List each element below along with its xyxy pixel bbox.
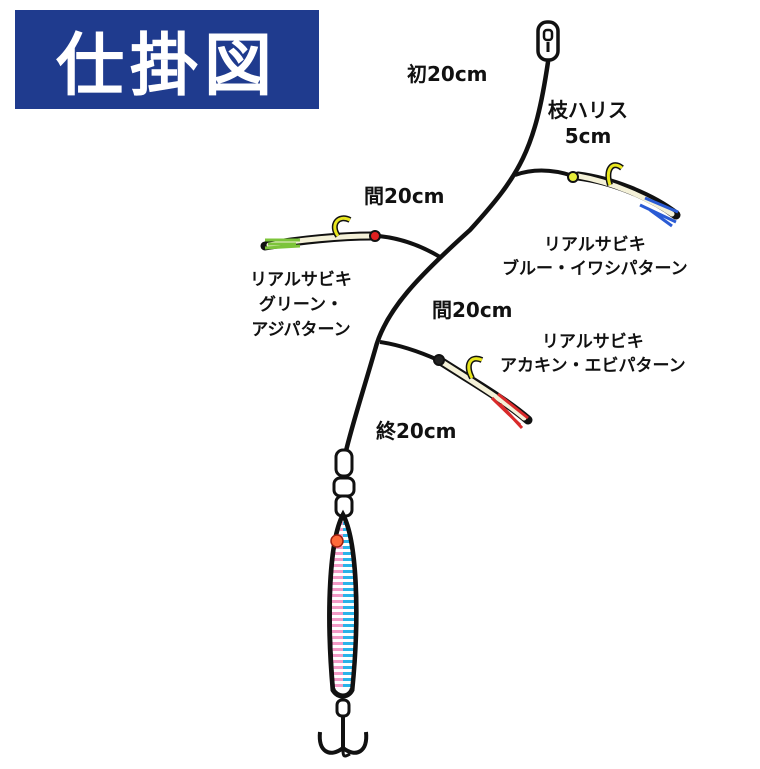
branch-blue-pattern: ブルー・イワシパターン	[502, 259, 688, 279]
diagram-title: 仕掛図	[55, 27, 278, 106]
branch-blue-icon	[514, 162, 681, 228]
label-branch-red: リアルサビキ アカキン・エビパターン	[500, 330, 686, 378]
swivel-icon	[332, 448, 356, 518]
title-banner: 仕掛図	[15, 10, 319, 109]
metal-jig-icon	[327, 509, 359, 699]
branch-red-pattern: アカキン・エビパターン	[500, 356, 686, 376]
label-branch-leader: 枝ハリス 5cm	[548, 97, 628, 149]
label-first-length: 初20cm	[407, 62, 488, 86]
branch-green-pattern1: グリーン・	[258, 295, 343, 315]
branch-red-icon	[379, 340, 533, 430]
label-last-length: 終20cm	[376, 419, 457, 443]
branch-red-name: リアルサビキ	[541, 332, 644, 352]
branch-green-icon	[260, 215, 442, 259]
label-middle1-length: 間20cm	[364, 184, 445, 208]
top-snap-icon	[536, 20, 560, 62]
branch-green-name: リアルサビキ	[250, 270, 352, 290]
label-branch-green: リアルサビキ グリーン・ アジパターン	[250, 268, 352, 343]
treble-hook-icon	[317, 698, 369, 758]
label-branch-length: 5cm	[564, 124, 612, 148]
label-middle2-length: 間20cm	[432, 298, 513, 322]
label-branch-title: 枝ハリス	[548, 98, 628, 122]
branch-green-pattern2: アジパターン	[251, 320, 351, 340]
main-line-core	[342, 59, 551, 458]
label-branch-blue: リアルサビキ ブルー・イワシパターン	[502, 233, 688, 281]
branch-blue-name: リアルサビキ	[543, 235, 646, 255]
